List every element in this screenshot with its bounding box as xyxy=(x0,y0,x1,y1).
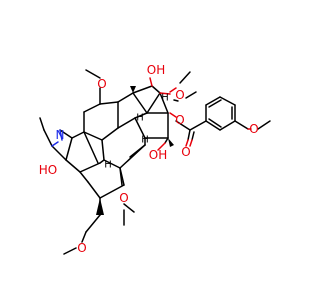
label-o-ester: O xyxy=(175,113,184,127)
label-nitrogen: N xyxy=(56,128,65,142)
label-oh-lower: OH xyxy=(149,148,167,162)
label-o-methoxy-bottom: O xyxy=(119,191,128,205)
methyl-bonds xyxy=(63,91,197,255)
label-oh-top: OH xyxy=(147,63,165,77)
stereo-wedges xyxy=(96,86,174,215)
label-h-2: H xyxy=(161,93,169,104)
label-o-methoxy-top-left: O xyxy=(97,77,106,91)
atom-labels: OH O O O O OH O O O HO N H H H H xyxy=(39,63,259,255)
carbon-skeleton xyxy=(39,69,271,233)
molecule-structure: OH O O O O OH O O O HO N H H H H xyxy=(39,63,271,255)
label-h-1: H xyxy=(136,113,144,124)
label-o-methoxy-right: O xyxy=(175,88,184,102)
label-o-carbonyl: O xyxy=(181,145,190,159)
label-o-methoxy-aryl: O xyxy=(249,122,258,136)
label-o-methoxymethyl: O xyxy=(77,241,86,255)
heteroatom-bonds xyxy=(51,77,252,151)
label-ho-left: HO xyxy=(39,163,57,177)
label-h-3: H xyxy=(141,135,149,146)
label-h-4: H xyxy=(104,160,112,171)
